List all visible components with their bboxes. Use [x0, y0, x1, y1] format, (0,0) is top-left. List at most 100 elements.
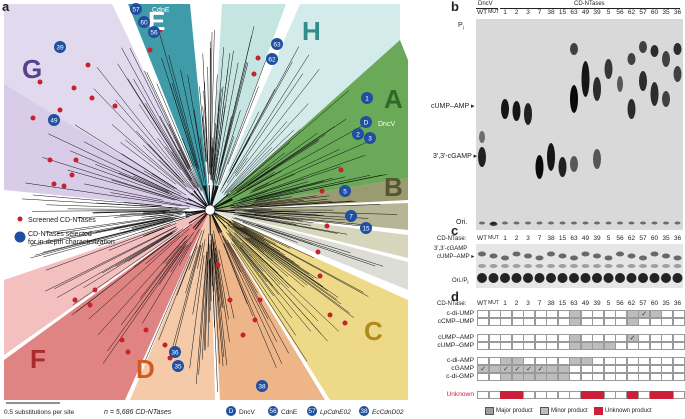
grid-cell — [557, 342, 570, 350]
tree-branch — [227, 227, 264, 263]
grid-cell — [603, 365, 616, 373]
lane-label: 49 — [581, 235, 590, 242]
lane-label: WT — [476, 9, 488, 16]
tree-branch — [165, 146, 195, 189]
tree-branch — [251, 195, 317, 205]
grid-cell — [557, 357, 570, 365]
screened-dot — [72, 297, 78, 303]
grid-cell — [523, 391, 535, 399]
tree-branch — [234, 201, 356, 209]
grid-cell — [615, 365, 627, 373]
svg-text:39: 39 — [56, 45, 64, 52]
tree-branch — [231, 237, 268, 282]
svg-text:60: 60 — [140, 20, 148, 27]
svg-text:38: 38 — [258, 384, 266, 391]
tree-branch — [67, 208, 186, 211]
gel-band — [570, 156, 578, 172]
screened-dot — [92, 287, 98, 293]
lane-label: 60 — [650, 300, 659, 307]
gel-c-marker-cump: cUMP–AMP ▸ — [437, 254, 475, 260]
lane-label: 36 — [673, 300, 682, 307]
gel-band — [627, 264, 636, 268]
screened-dot — [147, 47, 153, 53]
tree-branch — [71, 235, 177, 316]
grid-cell — [546, 357, 558, 365]
grid-cell — [603, 318, 616, 326]
screened-dot — [327, 312, 333, 318]
gel-band — [478, 251, 486, 257]
tree-branch — [213, 88, 222, 175]
grid-cell — [661, 373, 673, 381]
tree-branch — [217, 230, 248, 304]
tree-branch — [236, 199, 328, 208]
gel-band — [650, 264, 659, 268]
screened-dot — [119, 337, 125, 343]
tree-branch — [70, 150, 173, 195]
grid-cell — [592, 334, 604, 342]
lane-label: WT — [476, 300, 488, 307]
tree-branch — [146, 71, 202, 192]
tree-branch — [171, 82, 198, 168]
tree-branch — [189, 255, 205, 369]
tree-branch — [232, 224, 318, 279]
grid-cell-unknown — [580, 391, 593, 399]
lane-label: 39 — [593, 9, 601, 16]
tree-branches — [21, 26, 398, 393]
grid-cell — [557, 310, 570, 318]
grid-cell — [592, 373, 604, 381]
grid-cell-minor — [626, 318, 639, 326]
tree-branch — [242, 221, 298, 243]
tree-branch — [234, 180, 324, 205]
tree-branch — [229, 88, 276, 174]
panel-letter-c: c — [451, 223, 459, 238]
tree-branch — [227, 54, 310, 184]
gel-band — [502, 221, 508, 225]
screened-dot — [57, 107, 63, 113]
tree-branch — [227, 221, 315, 279]
svg-text:DncV: DncV — [239, 409, 256, 416]
clade-e-wedge — [128, 4, 210, 210]
grid-cell-unknown — [626, 391, 639, 399]
tree-branch — [226, 239, 258, 294]
gel-band — [603, 273, 614, 283]
gel-band — [547, 251, 555, 257]
legend-unknown-swatch — [594, 407, 603, 415]
grid-cell — [649, 334, 662, 342]
lane-label: 63 — [570, 235, 578, 242]
gel-band — [662, 264, 670, 268]
tree-branch — [25, 182, 182, 207]
tree-branch — [46, 204, 178, 210]
tree-branch — [232, 221, 277, 245]
tree-branch — [242, 213, 372, 228]
tree-branch — [222, 224, 264, 272]
grid-cell — [546, 334, 558, 342]
tree-branch — [124, 233, 173, 263]
tree-branch — [165, 245, 181, 265]
tree-branch — [199, 86, 207, 162]
tree-branch — [230, 195, 330, 208]
gel-band — [548, 221, 554, 225]
svg-text:5: 5 — [343, 189, 347, 196]
tree-branch — [147, 143, 181, 179]
tree-branch — [115, 232, 173, 267]
tree-branch — [213, 50, 234, 187]
tree-branch — [235, 217, 351, 254]
lane-label: 62 — [627, 9, 636, 16]
gel-band — [662, 253, 670, 259]
tree-branch — [246, 238, 308, 286]
svg-text:38: 38 — [360, 408, 368, 415]
svg-text:CdnE: CdnE — [281, 409, 298, 416]
gel-band — [489, 264, 498, 268]
grid-cell — [603, 357, 616, 365]
grid-cell — [557, 391, 570, 399]
marker-d: D — [360, 116, 372, 128]
lane-label: 62 — [627, 235, 636, 242]
grid-cell-major: ✓ — [534, 365, 547, 373]
screened-dot — [71, 85, 77, 91]
gel-band — [535, 264, 544, 268]
svg-text:56: 56 — [269, 408, 277, 415]
svg-text:57: 57 — [132, 7, 140, 14]
grid-cell-minor — [569, 357, 581, 365]
lane-label: 38 — [547, 9, 555, 16]
